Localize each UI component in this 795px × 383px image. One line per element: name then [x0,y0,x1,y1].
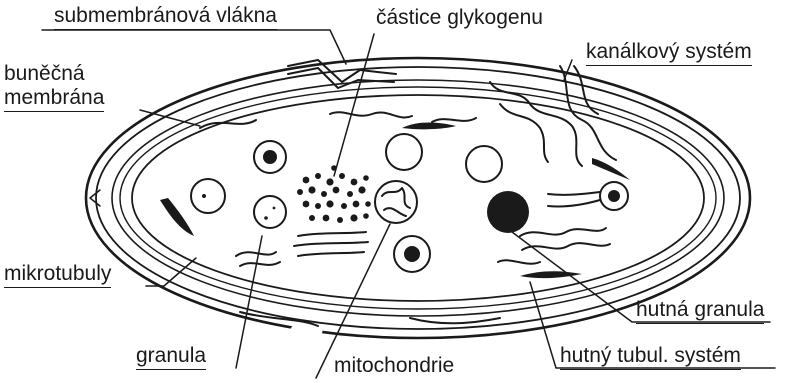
cell-membrane [86,58,750,338]
label-hutna-granula: hutná granula [636,298,764,324]
label-membrana: membrána [4,86,104,112]
label-bunecna: buněčná [4,62,85,86]
microtubule-band [112,80,724,316]
label-castice-glykogenu: částice glykogenu [376,6,543,30]
dense-tubular-stack [294,232,368,256]
label-mikrotubuly: mikrotubuly [4,262,111,288]
label-kanalkovy-system: kanálkový systém [586,40,752,66]
granules [191,134,502,228]
label-granula: granula [136,344,206,370]
label-mitochondrie: mitochondrie [334,354,454,378]
label-hutny-tubul-system: hutný tubul. systém [560,344,741,370]
dense-granule [487,191,529,233]
leader-lines [42,30,775,378]
mitochondrion [375,181,417,223]
label-submembranova-vlakna: submembránová vlákna [54,4,277,30]
canalicular-system [200,60,616,326]
